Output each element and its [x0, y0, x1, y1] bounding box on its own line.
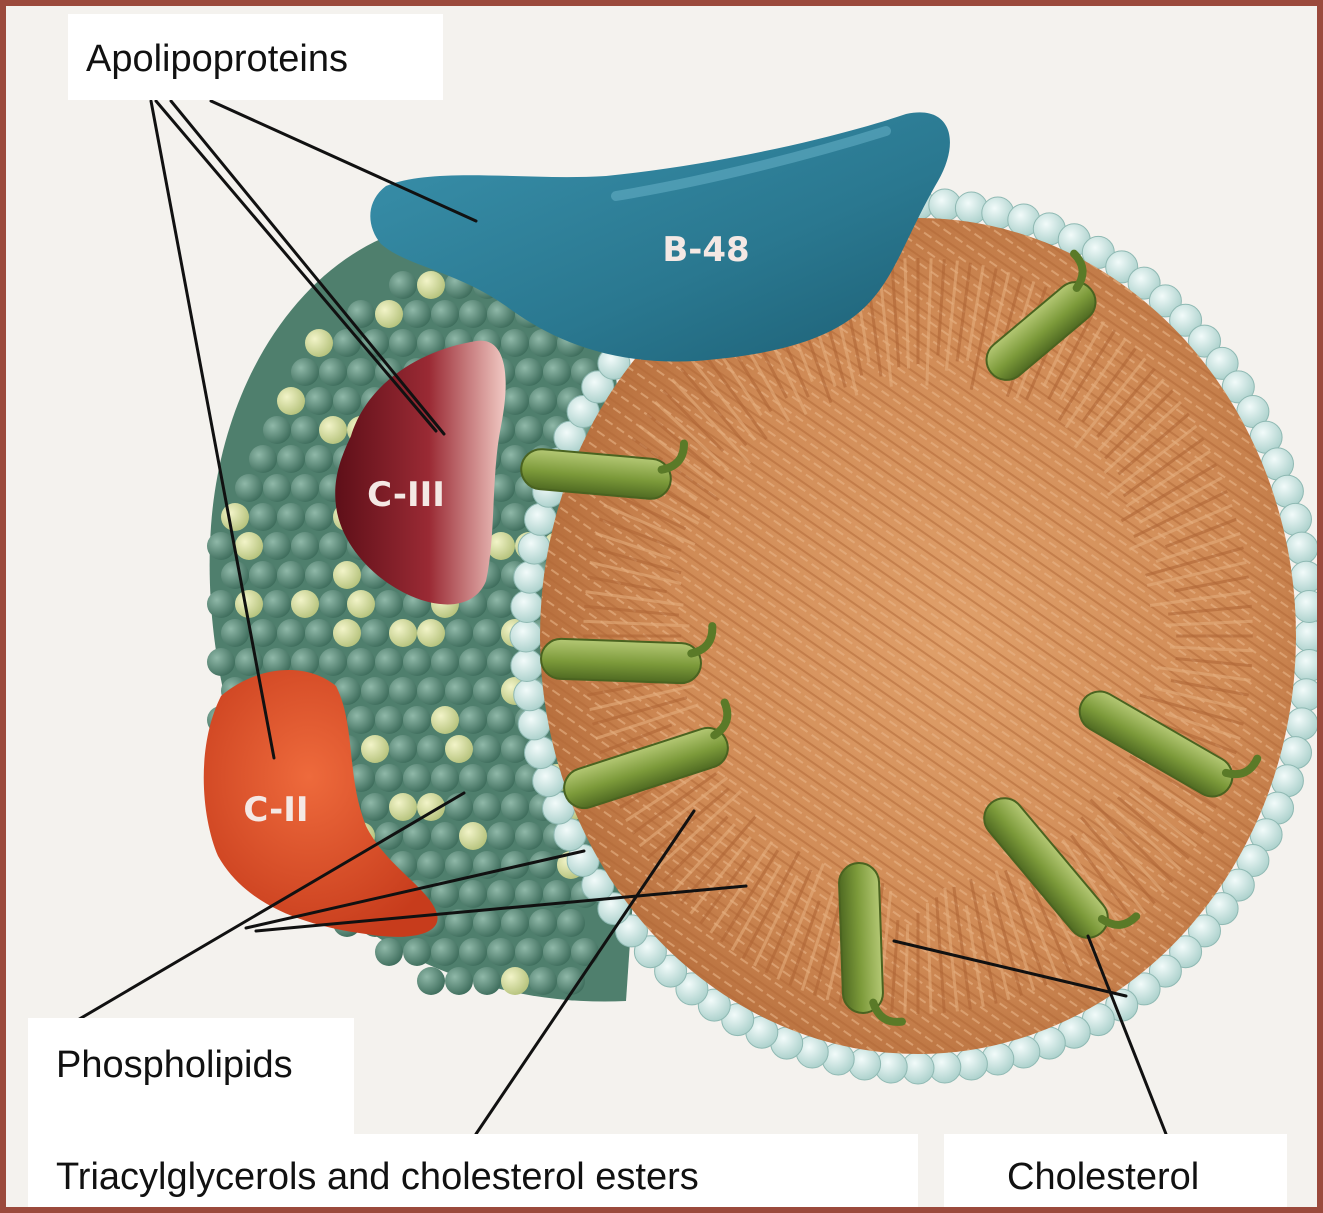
- glycerol-sphere: [277, 387, 305, 415]
- phospholipid-sphere: [347, 300, 375, 328]
- phospholipid-sphere: [221, 561, 249, 589]
- phospholipid-sphere: [305, 561, 333, 589]
- phospholipid-sphere: [473, 967, 501, 995]
- apolipoproteins-label: Apolipoproteins: [86, 40, 348, 78]
- phospholipid-sphere: [277, 561, 305, 589]
- phospholipid-sphere: [263, 474, 291, 502]
- phospholipid-sphere: [431, 938, 459, 966]
- phospholipid-sphere: [263, 416, 291, 444]
- phospholipid-sphere: [305, 619, 333, 647]
- phospholipid-sphere: [319, 590, 347, 618]
- phospholipid-sphere: [249, 561, 277, 589]
- glycerol-sphere: [319, 416, 347, 444]
- phospholipid-sphere: [347, 706, 375, 734]
- phospholipid-sphere: [305, 387, 333, 415]
- phospholipid-sphere: [319, 532, 347, 560]
- phospholipid-head: [1286, 708, 1318, 740]
- phospholipid-sphere: [305, 445, 333, 473]
- glycerol-sphere: [333, 619, 361, 647]
- phospholipid-head: [1290, 561, 1322, 593]
- phospholipid-sphere: [305, 503, 333, 531]
- phospholipid-sphere: [333, 387, 361, 415]
- phospholipids-label: Phospholipids: [56, 1046, 293, 1084]
- glycerol-sphere: [305, 329, 333, 357]
- phospholipid-sphere: [249, 503, 277, 531]
- phospholipid-sphere: [207, 590, 235, 618]
- phospholipid-head: [1280, 737, 1312, 769]
- glycerol-sphere: [235, 590, 263, 618]
- phospholipid-sphere: [277, 445, 305, 473]
- glycerol-sphere: [361, 735, 389, 763]
- triacylglycerols-label: Triacylglycerols and cholesterol esters: [56, 1158, 699, 1196]
- phospholipid-sphere: [207, 532, 235, 560]
- glycerol-sphere: [333, 561, 361, 589]
- phospholipid-sphere: [319, 648, 347, 676]
- glycerol-sphere: [375, 300, 403, 328]
- c2-label: C-II: [243, 790, 308, 830]
- glycerol-sphere: [291, 590, 319, 618]
- phospholipid-head: [1293, 591, 1323, 623]
- phospholipid-sphere: [375, 938, 403, 966]
- glycerol-sphere: [221, 503, 249, 531]
- triacylglycerols-label-box: Triacylglycerols and cholesterol esters: [28, 1134, 918, 1213]
- phospholipid-head: [1294, 620, 1323, 652]
- phospholipid-sphere: [319, 358, 347, 386]
- phospholipid-sphere: [277, 503, 305, 531]
- phospholipid-sphere: [445, 967, 473, 995]
- glycerol-sphere: [347, 590, 375, 618]
- phospholipid-sphere: [347, 648, 375, 676]
- phospholipid-sphere: [291, 416, 319, 444]
- phospholipid-sphere: [249, 445, 277, 473]
- phospholipid-sphere: [403, 938, 431, 966]
- phospholipid-sphere: [277, 619, 305, 647]
- phospholipid-head: [1293, 650, 1323, 682]
- phospholipid-sphere: [263, 590, 291, 618]
- phospholipid-sphere: [389, 271, 417, 299]
- glycerol-sphere: [235, 532, 263, 560]
- phospholipid-sphere: [361, 677, 389, 705]
- phospholipid-sphere: [291, 474, 319, 502]
- phospholipid-sphere: [291, 358, 319, 386]
- glycerol-sphere: [417, 271, 445, 299]
- c3-label: C-III: [367, 475, 445, 515]
- phospholipid-sphere: [207, 648, 235, 676]
- leader-apo-b48: [211, 101, 476, 221]
- apolipoproteins-label-box: Apolipoproteins: [68, 14, 443, 100]
- phospholipid-sphere: [333, 329, 361, 357]
- cholesterol-label-box: Cholesterol: [944, 1134, 1287, 1213]
- phospholipid-head: [1286, 532, 1318, 564]
- cholesterol-label: Cholesterol: [1007, 1158, 1199, 1196]
- phospholipid-sphere: [347, 358, 375, 386]
- phospholipid-sphere: [235, 474, 263, 502]
- phospholipid-sphere: [361, 619, 389, 647]
- phospholipid-sphere: [221, 619, 249, 647]
- phospholipid-sphere: [361, 793, 389, 821]
- phospholipid-head: [1280, 503, 1312, 535]
- phospholipid-head: [1290, 679, 1322, 711]
- b48-label: B-48: [662, 230, 749, 270]
- phospholipid-sphere: [375, 764, 403, 792]
- phospholipid-sphere: [263, 532, 291, 560]
- phospholipid-sphere: [375, 706, 403, 734]
- phospholipid-sphere: [291, 532, 319, 560]
- phospholipid-sphere: [361, 329, 389, 357]
- phospholipid-sphere: [417, 967, 445, 995]
- phospholipid-head: [525, 503, 557, 535]
